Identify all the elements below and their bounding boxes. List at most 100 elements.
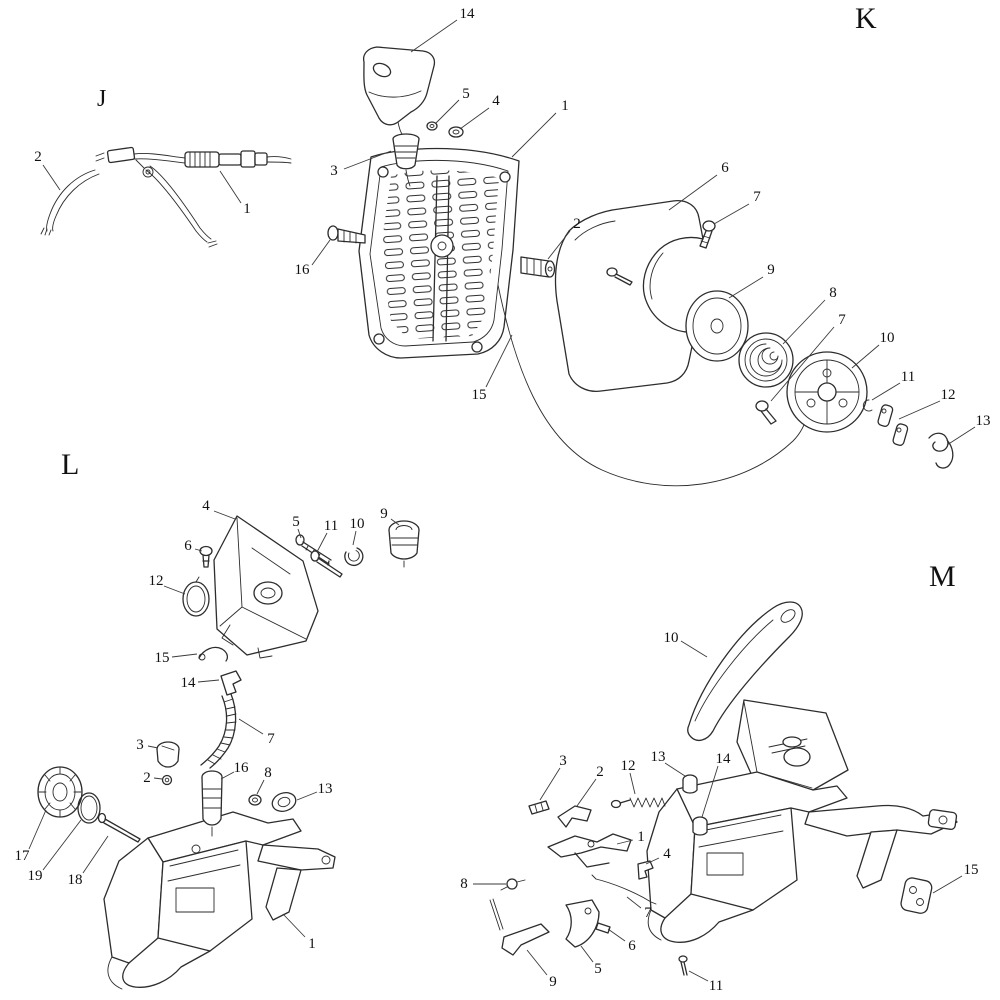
leader-line-l-15 [171, 653, 198, 658]
k-starter-assembly-art [327, 46, 954, 487]
part-number-l-18: 18 [68, 872, 83, 888]
part-number-m-1: 1 [637, 829, 645, 845]
m-lever-9 [501, 923, 550, 956]
k-pawls-12 [877, 404, 909, 446]
part-number-k-15: 15 [472, 387, 487, 403]
part-number-l-3: 3 [136, 737, 144, 753]
leader-line-m-10 [680, 640, 708, 658]
l-seal-13 [271, 792, 297, 812]
leader-line-k-15 [485, 334, 513, 388]
leader-line-k-4 [459, 107, 490, 130]
part-number-k-12: 12 [941, 387, 956, 403]
leader-line-l-13 [296, 791, 318, 801]
k-starter-rope [497, 284, 809, 487]
part-number-m-10: 10 [664, 630, 679, 646]
m-bushing-14 [692, 816, 708, 836]
leader-line-l-4 [213, 510, 236, 520]
m-linkage-1 [547, 833, 632, 868]
leader-line-k-14 [410, 19, 458, 53]
part-number-m-13: 13 [651, 749, 666, 765]
k-washer-4 [448, 126, 464, 138]
leader-line-k-6 [668, 174, 718, 211]
m-wire-link-7 [591, 874, 657, 905]
leader-line-k-13 [946, 426, 976, 446]
part-number-l-5: 5 [292, 514, 300, 530]
leader-line-k-1 [511, 112, 557, 158]
section-label-k: K [855, 2, 877, 35]
l-starter-cup-17 [37, 766, 83, 818]
k-screw-small [606, 267, 633, 286]
part-number-l-10: 10 [350, 516, 365, 532]
leader-line-m-15 [932, 875, 963, 894]
part-number-k-4: 4 [492, 93, 500, 109]
leader-line-k-9 [728, 276, 764, 299]
part-number-l-11: 11 [324, 518, 338, 534]
section-label-l: L [61, 448, 80, 481]
l-elbow-14 [220, 670, 242, 696]
part-number-m-15: 15 [964, 862, 979, 878]
l-screw-6 [199, 545, 213, 568]
section-label-m: M [929, 560, 956, 593]
leader-line-l-8 [256, 779, 265, 795]
part-number-m-11: 11 [709, 978, 723, 994]
part-number-l-7: 7 [267, 731, 275, 747]
part-number-m-2: 2 [596, 764, 604, 780]
part-number-m-14: 14 [716, 751, 732, 767]
m-assembly-art [489, 601, 958, 976]
part-number-m-9: 9 [549, 974, 557, 990]
leader-line-l-3 [147, 745, 159, 749]
leader-line-l-16 [220, 771, 235, 780]
leader-line-l-1 [282, 913, 306, 938]
l-crankcase-body [103, 811, 336, 990]
part-number-k-7: 7 [838, 312, 846, 328]
m-piece-4 [637, 860, 654, 880]
m-switch-15 [900, 877, 933, 914]
k-handle-14 [362, 46, 436, 135]
l-bolt-18 [97, 812, 141, 843]
m-spring-screw-12 [610, 797, 666, 809]
part-number-k-3: 3 [330, 163, 338, 179]
l-clip-15 [198, 646, 229, 662]
part-number-m-8: 8 [460, 876, 468, 892]
leader-line-k-8 [782, 299, 826, 345]
leader-line-l-12 [163, 585, 186, 595]
leader-line-l-6 [194, 548, 203, 552]
part-number-k-10: 10 [880, 330, 895, 346]
leader-line-k-3 [343, 150, 392, 170]
part-number-k-14: 14 [460, 6, 476, 22]
part-number-k-7: 7 [753, 189, 761, 205]
section-label-j: J [97, 86, 107, 112]
leader-line-m-3 [539, 767, 561, 801]
leader-line-m-6 [607, 928, 626, 942]
m-pin-3 [528, 800, 550, 815]
k-circlip-11 [862, 399, 873, 412]
m-crankcase-body [646, 771, 958, 943]
leader-line-l-14 [197, 679, 220, 683]
part-number-l-8: 8 [264, 765, 272, 781]
k-screw-7-top [699, 220, 716, 249]
leader-line-m-7 [626, 896, 642, 909]
j-connector [106, 146, 136, 164]
part-number-l-6: 6 [184, 538, 192, 554]
part-number-m-3: 3 [559, 753, 567, 769]
k-ferrule-3 [392, 133, 420, 187]
part-number-k-8: 8 [829, 285, 837, 301]
k-recoil-spring-8 [738, 332, 794, 388]
k-pulley-10 [786, 351, 868, 433]
k-screw-7-bottom [755, 400, 777, 425]
part-number-l-1: 1 [308, 936, 316, 952]
leader-line-l-5 [297, 528, 302, 539]
leader-line-k-5 [435, 99, 460, 124]
k-fan-cover [554, 200, 704, 392]
part-number-k-16: 16 [295, 262, 311, 278]
leader-line-j-2 [42, 164, 61, 191]
part-number-k-1: 1 [561, 98, 569, 114]
m-spring-8 [489, 878, 526, 931]
leader-line-k-7 [713, 203, 750, 225]
leader-line-k-16 [311, 239, 331, 266]
part-number-l-15: 15 [155, 650, 170, 666]
leader-line-m-13 [664, 762, 686, 777]
l-oil-pump-9 [388, 520, 420, 568]
part-number-l-14: 14 [181, 675, 197, 691]
